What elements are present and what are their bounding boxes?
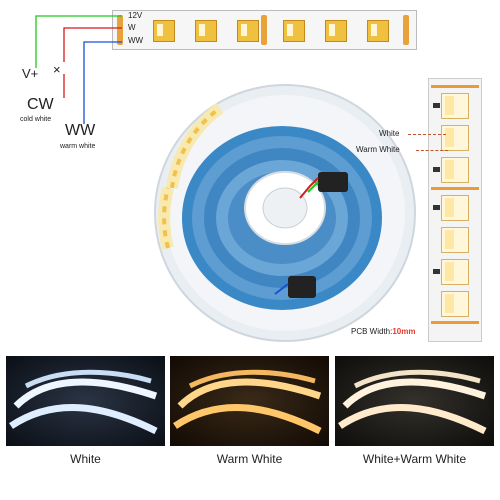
resistor [433,103,440,108]
led-strip-reel [154,84,416,342]
vplus-label: V+ [22,66,39,81]
wire-ww [83,41,122,124]
led-strip-top [112,10,417,50]
photo-warm-white [170,356,329,446]
solder-pad [431,85,479,88]
caption-warm-white: Warm White [216,452,283,466]
pin-label-12v: 12V [128,11,143,20]
resistor [433,269,440,274]
led-chip [441,291,469,317]
led-chip [441,125,469,151]
led-chip [237,20,259,42]
pcb-width-value: 10mm [392,327,416,336]
wiring-diagram [35,15,122,124]
solder-pad [431,321,479,324]
wire-cw [63,27,122,62]
resistor [433,167,440,172]
led-chip [441,195,469,221]
warm-white-label: Warm White [356,145,400,154]
solder-pad [117,15,123,45]
ww-sublabel: warm white [60,143,96,150]
led-chip [153,20,175,42]
led-chip [441,93,469,119]
white-label: White [379,129,400,138]
solder-pad [431,187,479,190]
cw-label: CW [27,96,54,113]
led-chip [441,227,469,253]
pcb-width-label: PCB Width:10mm [351,327,415,336]
warm-white-pointer [416,150,448,151]
led-chip [441,259,469,285]
led-chip [283,20,305,42]
led-strip-side [428,78,482,342]
caption-white: White [70,452,101,466]
resistor [433,205,440,210]
ww-label: WW [65,122,96,139]
led-chip [367,20,389,42]
caption-white-warm-white: White+Warm White [362,452,467,466]
pin-label-w: W [128,23,136,32]
pcb-width-text: PCB Width: [351,327,393,336]
wire-vplus [35,15,122,68]
photo-white-warm-white [335,356,494,446]
solder-pad [261,15,267,45]
pin-label-ww: WW [128,36,144,45]
led-chip [195,20,217,42]
photo-white [6,356,165,446]
led-chip [441,157,469,183]
white-pointer [408,134,446,135]
solder-pad [403,15,409,45]
not-connected-mark: × [53,62,61,77]
led-chip [325,20,347,42]
cw-sublabel: cold white [20,116,52,123]
